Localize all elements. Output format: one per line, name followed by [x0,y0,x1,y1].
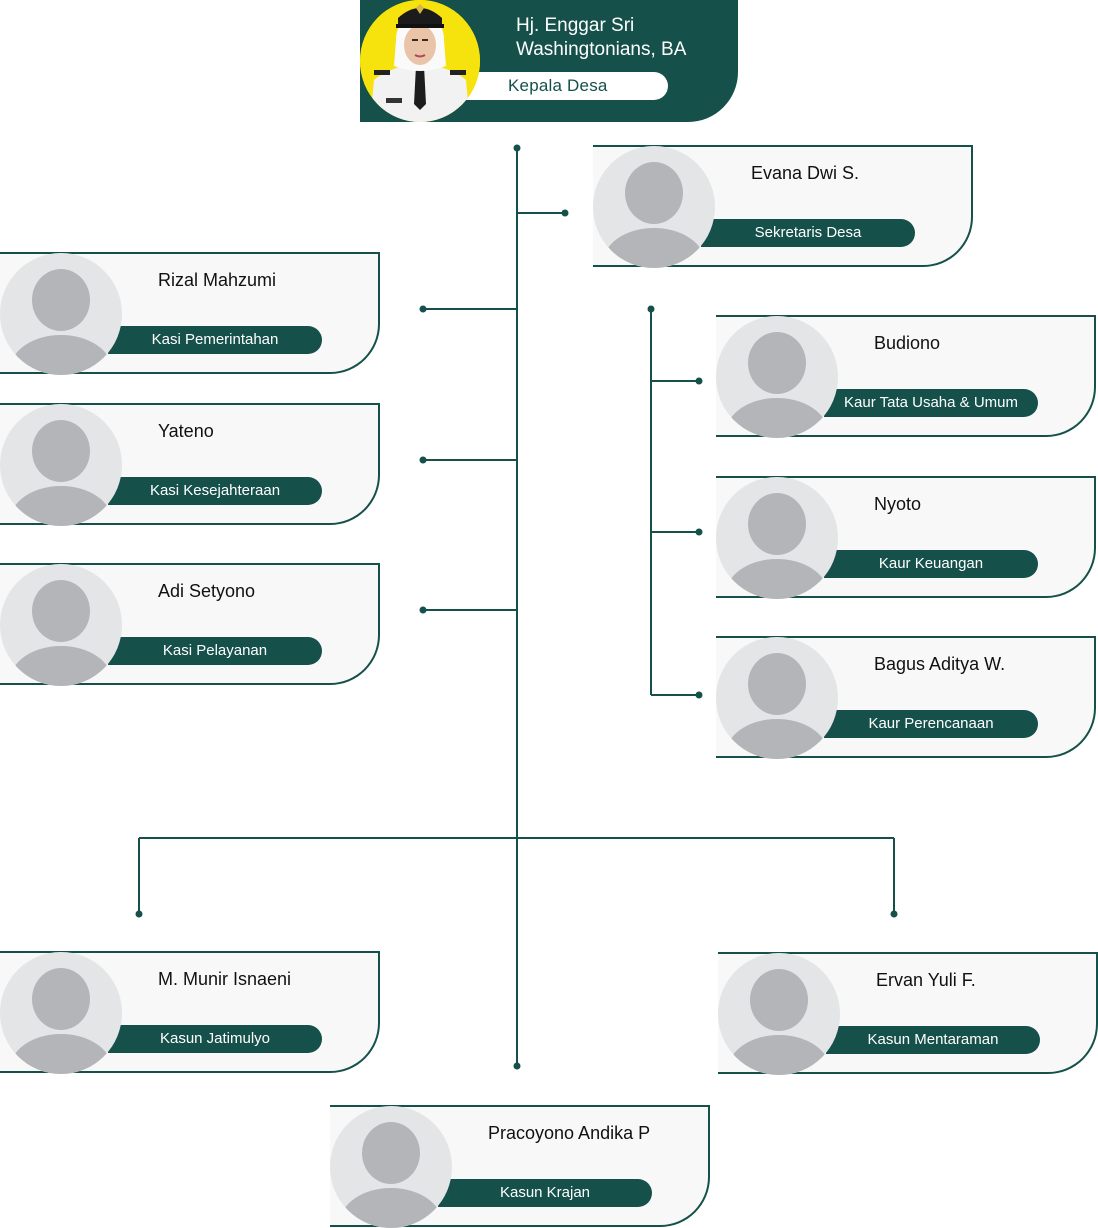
member-name: Pracoyono Andika P [488,1123,651,1143]
card-kasi-pemerintahan: Kasi Pemerintahan Rizal Mahzumi [0,252,380,375]
card-kaur-keuangan: Kaur Keuangan Nyoto [716,476,1096,599]
role-pill: Sekretaris Desa [701,219,915,247]
member-name: M. Munir Isnaeni [158,969,292,989]
avatar-placeholder-icon [716,316,838,438]
card-kaur-tata-usaha: Kaur Tata Usaha & Umum Budiono [716,315,1096,438]
card-kasun-mentaraman: Kasun Mentaraman Ervan Yuli F. [718,952,1098,1075]
role-pill: Kasun Mentaraman [826,1026,1040,1054]
head-photo [360,0,480,122]
card-kasi-pelayanan: Kasi Pelayanan Adi Setyono [0,563,380,686]
member-name: Rizal Mahzumi [158,270,277,290]
card-kasun-krajan: Kasun Krajan Pracoyono Andika P [330,1105,710,1228]
role-pill: Kaur Tata Usaha & Umum [824,389,1038,417]
avatar-placeholder-icon [593,146,715,268]
official-portrait-icon [360,0,480,122]
role-pill: Kasi Pelayanan [108,637,322,665]
avatar-placeholder-icon [716,637,838,759]
member-name: Nyoto [874,494,922,514]
member-name: Adi Setyono [158,581,256,601]
member-role: Kasun Mentaraman [867,1031,999,1048]
role-pill: Kasun Jatimulyo [108,1025,322,1053]
role-pill: Kasi Pemerintahan [108,326,322,354]
member-role: Kasun Jatimulyo [159,1030,271,1047]
member-name: Bagus Aditya W. [874,654,1006,674]
head-role: Kepala Desa [508,76,608,95]
member-role: Kasi Kesejahteraan [149,482,281,499]
role-pill: Kasun Krajan [438,1179,652,1207]
member-role: Kaur Tata Usaha & Umum [844,394,1018,411]
avatar-placeholder-icon [0,404,122,526]
member-role: Kaur Keuangan [878,555,984,572]
head-card-kepala-desa: Kepala Desa Hj. Enggar Sri Washingtonian… [360,0,738,122]
avatar-placeholder-icon [0,253,122,375]
member-name: Budiono [874,333,941,353]
member-role: Kaur Perencanaan [868,715,994,732]
avatar-placeholder-icon [718,953,840,1075]
member-role: Kasi Pemerintahan [151,331,279,348]
member-role: Sekretaris Desa [754,224,862,241]
member-role: Kasi Pelayanan [162,642,268,659]
avatar-placeholder-icon [0,564,122,686]
member-name: Ervan Yuli F. [876,970,976,990]
card-kaur-perencanaan: Kaur Perencanaan Bagus Aditya W. [716,636,1096,759]
role-pill: Kaur Perencanaan [824,710,1038,738]
role-pill: Kasi Kesejahteraan [108,477,322,505]
member-name: Yateno [158,421,214,441]
role-pill: Kaur Keuangan [824,550,1038,578]
head-name: Hj. Enggar Sri Washingtonians, BA [516,15,687,60]
card-kasun-jatimulyo: Kasun Jatimulyo M. Munir Isnaeni [0,951,380,1074]
avatar-placeholder-icon [330,1106,452,1228]
avatar-placeholder-icon [0,952,122,1074]
card-kasi-kesejahteraan: Kasi Kesejahteraan Yateno [0,403,380,526]
member-role: Kasun Krajan [499,1184,591,1201]
member-name: Evana Dwi S. [751,163,860,183]
card-sekretaris-desa: Sekretaris Desa Evana Dwi S. [593,145,973,268]
avatar-placeholder-icon [716,477,838,599]
